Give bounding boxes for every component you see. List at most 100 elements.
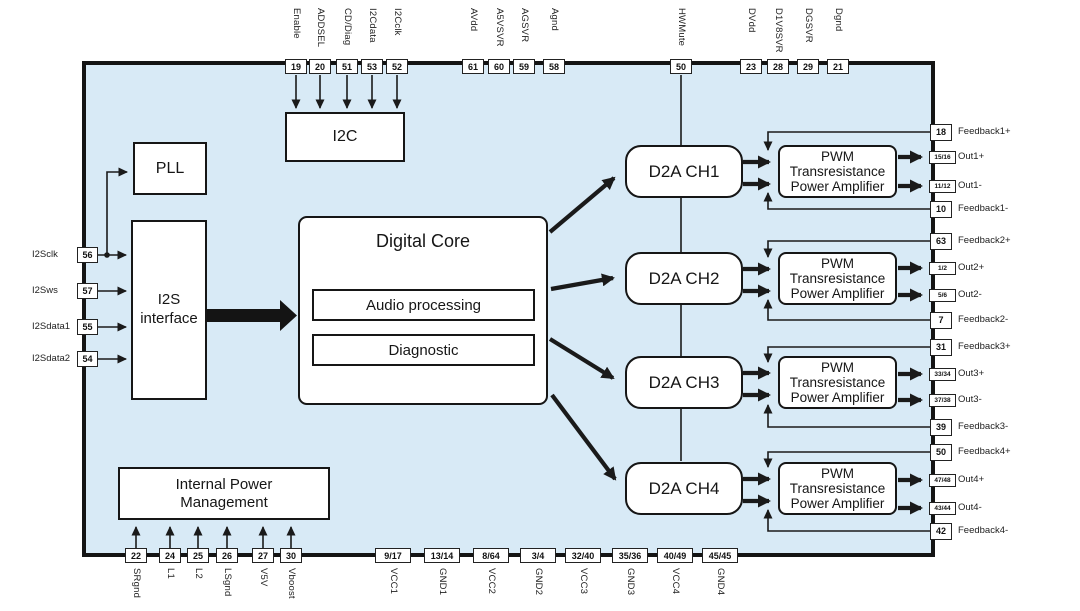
pin-label-i2sws: I2Sws	[32, 285, 58, 296]
pin-box-feedback1: 10	[930, 200, 952, 218]
pin-label-agnd: Agnd	[548, 8, 560, 31]
pin-label-i2sdata1: I2Sdata1	[32, 321, 71, 332]
pin-box-v5v: 27	[252, 548, 274, 563]
pin-label-feedback4: Feedback4-	[958, 525, 1009, 536]
pwm1-line1: PWM	[821, 148, 854, 164]
internal-power-label: Internal Power Management	[175, 475, 273, 511]
pin-box-i2sws: 57	[77, 283, 98, 299]
i2s-label: I2S interface	[140, 291, 198, 327]
block-d2a-ch3: D2A CH3	[625, 356, 743, 409]
pin-label-i2cclk: I2Cclk	[391, 8, 403, 36]
pin-label-feedback4: Feedback4+	[958, 446, 1011, 457]
pin-box-feedback3: 31	[930, 338, 952, 356]
pwm2-line1: PWM	[821, 255, 854, 271]
pin-box-gnd3: 35/36	[612, 548, 648, 563]
d2a-ch3-label: D2A CH3	[648, 372, 720, 392]
block-d2a-ch4: D2A CH4	[625, 462, 743, 515]
pin-label-cd-diag: CD/Diag	[341, 8, 353, 46]
pin-label-v5v: V5V	[257, 568, 269, 587]
block-pll: PLL	[133, 142, 207, 195]
pin-box-vcc2: 8/64	[473, 548, 509, 563]
pin-box-gnd1: 13/14	[424, 548, 460, 563]
block-d2a-ch2: D2A CH2	[625, 252, 743, 305]
pin-label-out1: Out1-	[958, 180, 982, 191]
pin-box-gnd2: 3/4	[520, 548, 556, 563]
audio-processing-label: Audio processing	[365, 296, 482, 314]
i2c-label: I2C	[332, 128, 358, 145]
pin-box-d1v8svr: 28	[767, 59, 789, 74]
pin-label-feedback3: Feedback3+	[958, 341, 1011, 352]
pin-label-out2: Out2+	[958, 262, 985, 273]
block-i2s-interface: I2S interface	[131, 220, 207, 400]
pin-box-out1: 15/16	[929, 150, 956, 164]
block-pwm-amplifier-4: PWM Transresistance Power Amplifier	[778, 462, 897, 515]
pin-box-dvdd: 23	[740, 59, 762, 74]
pwm4-line3: Power Amplifier	[790, 496, 885, 512]
pin-box-i2sclk: 56	[77, 247, 98, 263]
pin-box-feedback2: 7	[930, 311, 952, 329]
pin-box-hwmute: 50	[670, 59, 692, 74]
pin-label-dgsvr: DGSVR	[802, 8, 814, 43]
pin-label-out3: Out3+	[958, 368, 985, 379]
pin-label-out4: Out4-	[958, 502, 982, 513]
pin-label-lsgnd: LSgnd	[221, 568, 233, 597]
pin-label-enable: Enable	[290, 8, 302, 39]
pin-label-d1v8svr: D1V8SVR	[772, 8, 784, 53]
pin-label-addsel: ADDSEL	[314, 8, 326, 48]
block-d2a-ch1: D2A CH1	[625, 145, 743, 198]
pin-label-gnd2: GND2	[532, 568, 544, 596]
pin-box-agsvr: 59	[513, 59, 535, 74]
pin-box-addsel: 20	[309, 59, 331, 74]
pin-label-out3: Out3-	[958, 394, 982, 405]
pin-box-out2: 1/2	[929, 261, 956, 275]
block-digital-core: Digital Core Audio processing Diagnostic	[298, 216, 548, 405]
pin-label-l2: L2	[192, 568, 204, 579]
pin-label-feedback2: Feedback2-	[958, 314, 1009, 325]
pwm3-line1: PWM	[821, 359, 854, 375]
d2a-ch1-label: D2A CH1	[648, 161, 720, 181]
pin-box-vcc4: 40/49	[657, 548, 693, 563]
pin-label-feedback1: Feedback1+	[958, 126, 1011, 137]
d2a-ch2-label: D2A CH2	[648, 268, 720, 288]
pwm2-line3: Power Amplifier	[790, 286, 885, 302]
pin-box-agnd: 58	[543, 59, 565, 74]
pin-box-l2: 25	[187, 548, 209, 563]
pin-box-l1: 24	[159, 548, 181, 563]
pin-box-feedback1: 18	[930, 123, 952, 141]
pin-box-i2sdata1: 55	[77, 319, 98, 335]
pin-box-out1: 11/12	[929, 179, 956, 193]
pin-box-out4: 43/44	[929, 501, 956, 515]
pin-label-gnd4: GND4	[714, 568, 726, 596]
pin-box-feedback3: 39	[930, 418, 952, 436]
pin-label-a5vsvr: A5VSVR	[493, 8, 505, 47]
pin-box-lsgnd: 26	[216, 548, 238, 563]
pin-box-dgnd: 21	[827, 59, 849, 74]
pin-label-dvdd: DVdd	[745, 8, 757, 33]
d2a-ch4-label: D2A CH4	[648, 478, 720, 498]
pwm4-line1: PWM	[821, 465, 854, 481]
block-pwm-amplifier-2: PWM Transresistance Power Amplifier	[778, 252, 897, 305]
block-audio-processing: Audio processing	[312, 289, 535, 321]
pin-box-vboost: 30	[280, 548, 302, 563]
pin-label-feedback3: Feedback3-	[958, 421, 1009, 432]
pin-label-out4: Out4+	[958, 474, 985, 485]
pin-label-agsvr: AGSVR	[518, 8, 530, 43]
pin-label-vcc4: VCC4	[669, 568, 681, 595]
pin-box-vcc3: 32/40	[565, 548, 601, 563]
pin-box-srgnd: 22	[125, 548, 147, 563]
pin-label-dgnd: Dgnd	[832, 8, 844, 32]
pin-label-vcc3: VCC3	[577, 568, 589, 595]
diagnostic-label: Diagnostic	[388, 341, 459, 359]
pin-label-out2: Out2-	[958, 289, 982, 300]
pwm1-line3: Power Amplifier	[790, 179, 885, 195]
pin-box-vcc1: 9/17	[375, 548, 411, 563]
pin-label-srgnd: SRgnd	[130, 568, 142, 599]
block-diagnostic: Diagnostic	[312, 334, 535, 366]
digital-core-title: Digital Core	[375, 231, 471, 251]
pin-label-feedback2: Feedback2+	[958, 235, 1011, 246]
pin-box-gnd4: 45/45	[702, 548, 738, 563]
pwm4-line2: Transresistance	[789, 480, 886, 496]
pin-label-avdd: AVdd	[467, 8, 479, 32]
pin-label-i2cdata: I2Cdata	[366, 8, 378, 43]
